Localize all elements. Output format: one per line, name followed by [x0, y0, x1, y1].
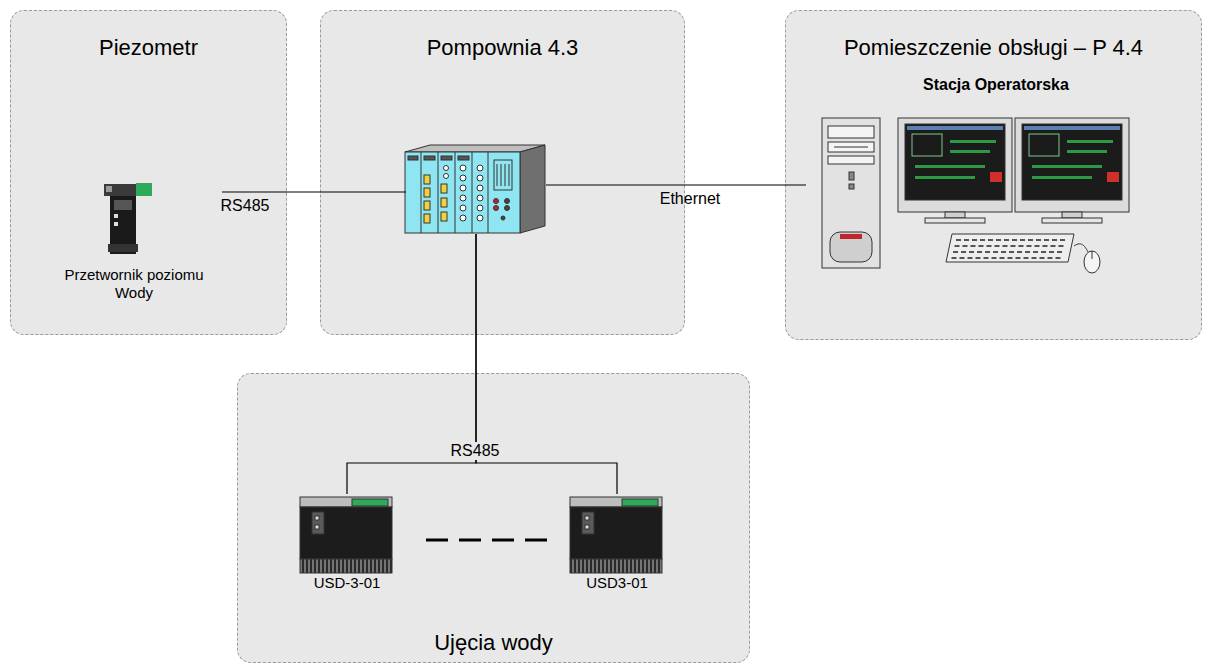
node-label: USD3-01 [586, 574, 648, 592]
region-panel: PiezometrPrzetwornik poziomu Wody [10, 10, 287, 335]
link-label: RS485 [218, 197, 273, 215]
connector-line [222, 191, 406, 192]
node-label: Przetwornik poziomu Wody [50, 266, 218, 302]
usd-controller-left [300, 497, 392, 573]
connector-line [546, 184, 806, 185]
region-title: Pomieszczenie obsługi – P 4.4 [844, 35, 1143, 61]
node-label: Stacja Operatorska [923, 75, 1069, 94]
region-title: Pompownia 4.3 [427, 35, 579, 61]
usd-controller-right [570, 497, 662, 573]
link-label: Ethernet [657, 190, 723, 208]
plc-rack [405, 145, 545, 233]
region-title: Ujęcia wody [434, 630, 553, 656]
link-label: RS485 [448, 442, 503, 460]
node-label: USD-3-01 [314, 574, 381, 592]
region-title: Piezometr [99, 35, 198, 61]
